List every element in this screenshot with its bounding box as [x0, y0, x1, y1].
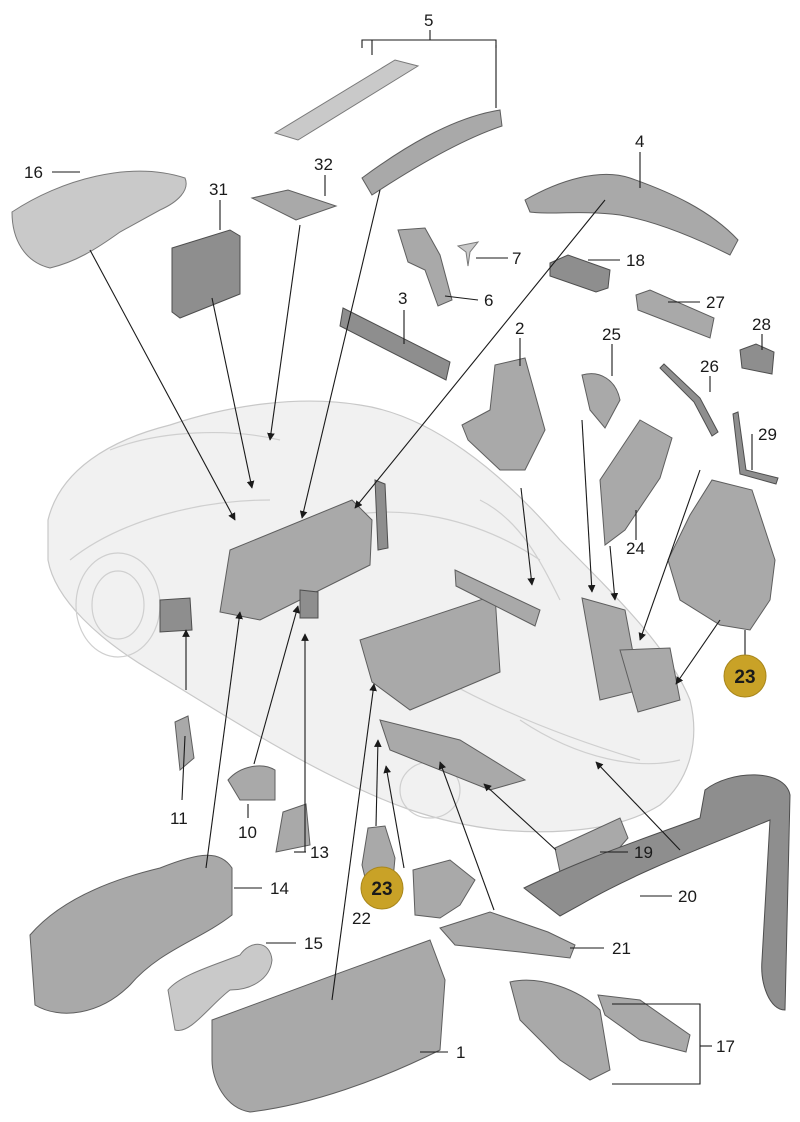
callout-7: 7: [512, 249, 521, 268]
callout-26: 26: [700, 357, 719, 376]
callout-22: 22: [352, 909, 371, 928]
callout-6: 6: [484, 291, 493, 310]
part-31-panel: [171, 229, 241, 319]
part-16-rear-shelf: [11, 170, 187, 269]
callout-2: 2: [515, 319, 524, 338]
callout-3: 3: [398, 289, 407, 308]
callout-25: 25: [602, 325, 621, 344]
badge-23-left-label: 23: [371, 879, 392, 900]
callout-20: 20: [678, 887, 697, 906]
part-23-right-panel: [667, 479, 776, 631]
part-20-seal: [523, 774, 791, 1011]
part-17-group: [509, 979, 691, 1081]
callout-labels: 5 16 31 32 4 7 18 3 6 27 2 28 25 26 29 2…: [24, 11, 777, 1062]
part-21-bracket: [439, 911, 576, 959]
bracket-5: [361, 30, 497, 48]
callout-19: 19: [634, 843, 653, 862]
part-26-rod: [659, 363, 719, 437]
installed-parts-on-car: [159, 479, 681, 791]
car-body-illustration: [47, 400, 695, 833]
part-6-bracket: [397, 227, 453, 307]
part-10-cover: [227, 765, 276, 801]
part-1-rear-panel: [211, 939, 446, 1113]
part-14-bulkhead: [29, 854, 233, 1014]
part-23-left-panel: [412, 859, 476, 919]
badge-23-right-label: 23: [734, 667, 755, 688]
part-27-strip: [635, 289, 715, 339]
callout-16: 16: [24, 163, 43, 182]
part-32-pad: [250, 189, 338, 221]
part-13-bracket: [275, 803, 311, 853]
callout-14: 14: [270, 879, 289, 898]
callout-11: 11: [170, 809, 188, 828]
callout-13: 13: [310, 843, 329, 862]
part-5-beams: [273, 59, 503, 196]
callout-32: 32: [314, 155, 333, 174]
callout-29: 29: [758, 425, 777, 444]
badge-23-right: 23: [723, 654, 767, 698]
callout-18: 18: [626, 251, 645, 270]
callout-28: 28: [752, 315, 771, 334]
callout-24: 24: [626, 539, 645, 558]
part-2-pillar: [461, 357, 546, 471]
part-15-duct: [167, 943, 273, 1031]
callout-4: 4: [635, 132, 644, 151]
callout-27: 27: [706, 293, 725, 312]
badge-23-left: 23: [360, 866, 404, 910]
callout-1: 1: [456, 1043, 465, 1062]
part-3-strip: [339, 307, 451, 381]
part-25-bracket: [581, 373, 621, 429]
callout-10: 10: [238, 823, 257, 842]
callout-5: 5: [424, 11, 433, 30]
part-28-block: [739, 343, 775, 375]
part-7-clip: [456, 241, 480, 267]
callout-21: 21: [612, 939, 631, 958]
callout-31: 31: [209, 180, 228, 199]
leader-lines: [52, 40, 763, 1053]
callout-15: 15: [304, 934, 323, 953]
part-4-rail: [524, 173, 739, 256]
part-18-block: [549, 254, 611, 293]
bracket-17: [612, 1003, 712, 1085]
callout-17: 17: [716, 1037, 735, 1056]
part-29-rod: [732, 411, 779, 485]
part-24-panel: [599, 419, 673, 546]
